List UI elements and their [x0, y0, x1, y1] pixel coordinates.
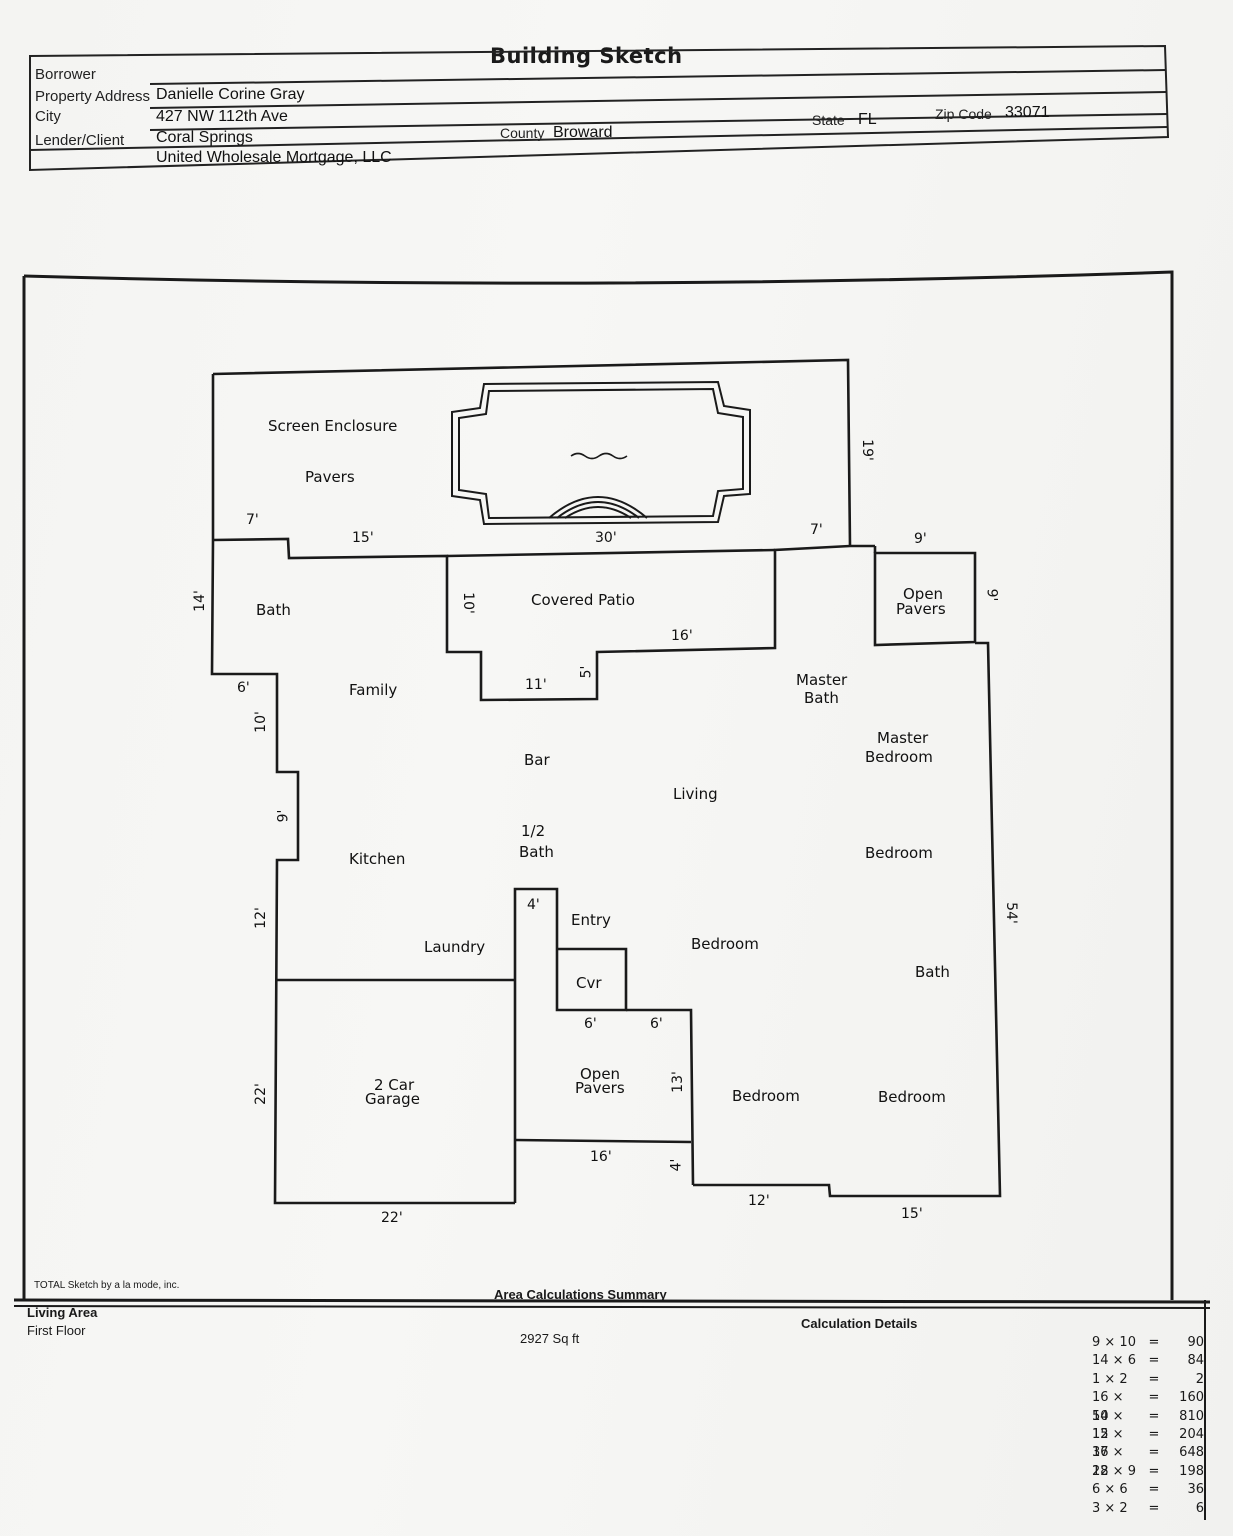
room-open-pavers-bottom-line2: Pavers [575, 1079, 625, 1097]
dim-22-garage-side: 22' [252, 1083, 269, 1105]
header-box-lines [29, 44, 1170, 172]
room-bedroom-bottom-right: Bedroom [878, 1088, 946, 1106]
dim-12-left: 12' [252, 907, 269, 929]
dim-4-bottom: 4' [668, 1158, 685, 1172]
room-entry: Entry [571, 911, 611, 929]
total-sqft: 2927 Sq ft [520, 1331, 580, 1346]
state-label: State [812, 112, 845, 128]
state-value: FL [858, 111, 877, 128]
calc-row: 22 × 9=198 [1092, 1463, 1204, 1479]
room-garage-line2: Garage [365, 1090, 420, 1108]
property-address-value: 427 NW 112th Ave [156, 108, 288, 125]
dim-16-patio: 16' [671, 628, 693, 644]
room-half-bath-line2: Bath [519, 843, 554, 861]
room-open-pavers-bottom-line1: Open [580, 1065, 621, 1083]
calc-row: 12 × 17=204 [1092, 1426, 1204, 1461]
zip-label: Zip Code [935, 106, 992, 122]
room-bedroom-right: Bedroom [865, 844, 933, 862]
city-value: Coral Springs [156, 129, 253, 146]
calc-row: 14 × 6=84 [1092, 1353, 1204, 1369]
borrower-label: Borrower [35, 66, 96, 83]
room-master-bath-line2: Bath [804, 689, 839, 707]
county-label: County [500, 125, 545, 141]
dim-10-patio: 10' [459, 592, 476, 614]
dim-6-left: 6' [237, 680, 250, 696]
dim-13: 13' [669, 1071, 686, 1093]
room-master-bath-line1: Master [796, 671, 848, 689]
first-floor-label: First Floor [27, 1323, 86, 1338]
city-label: City [35, 108, 61, 125]
room-open-pavers-top-line2: Pavers [896, 600, 946, 618]
dim-30: 30' [595, 530, 617, 546]
room-covered-patio: Covered Patio [531, 591, 635, 609]
dim-14: 14' [191, 590, 208, 612]
calc-row: 54 × 15=810 [1092, 1408, 1204, 1442]
calc-row: 3 × 2=6 [1092, 1500, 1204, 1516]
dim-6-cvr-right: 6' [650, 1016, 663, 1032]
room-kitchen: Kitchen [349, 850, 406, 868]
room-master-bedroom-line1: Master [877, 729, 929, 747]
dim-10-left: 10' [252, 711, 269, 733]
living-area-label: Living Area [27, 1305, 98, 1320]
room-screen-enclosure: Screen Enclosure [268, 417, 398, 435]
room-living: Living [673, 785, 718, 803]
zip-value: 33071 [1005, 104, 1050, 121]
software-credit: TOTAL Sketch by a la mode, inc. [34, 1280, 180, 1291]
room-cvr: Cvr [576, 974, 602, 992]
county-value: Broward [553, 124, 613, 141]
dim-15-bottom: 15' [901, 1206, 923, 1222]
property-address-label: Property Address [35, 88, 151, 105]
room-pavers: Pavers [305, 468, 355, 486]
dim-15-top: 15' [352, 530, 374, 546]
lender-label: Lender/Client [35, 132, 125, 149]
room-bath-right: Bath [915, 963, 950, 981]
dim-9-top: 9' [914, 531, 927, 547]
calc-row: 9 × 10=90 [1092, 1335, 1204, 1350]
dim-16-bottom: 16' [590, 1149, 612, 1165]
room-bedroom-center: Bedroom [691, 935, 759, 953]
dim-7-left: 7' [246, 512, 259, 528]
room-garage-line1: 2 Car [374, 1076, 415, 1094]
dim-7-right: 7' [810, 522, 823, 538]
dim-12-bottom: 12' [748, 1193, 770, 1209]
calculation-details-label: Calculation Details [801, 1316, 918, 1331]
room-bar: Bar [524, 751, 550, 769]
dim-9-side: 9' [983, 588, 1000, 602]
room-half-bath-line1: 1/2 [521, 822, 546, 840]
calculation-list: 9 × 10=90 14 × 6=84 1 × 2=2 16 × 10=160 … [1092, 1334, 1212, 1518]
room-bath-left: Bath [256, 601, 291, 619]
dim-5: 5' [578, 665, 595, 679]
dim-6-cvr-left: 6' [584, 1016, 597, 1032]
borrower-value: Danielle Corine Gray [156, 86, 305, 103]
lender-value: United Wholesale Mortgage, LLC [156, 149, 392, 166]
room-family: Family [349, 681, 398, 699]
room-laundry: Laundry [424, 938, 486, 956]
dim-19: 19' [858, 439, 875, 461]
calc-row: 16 × 10=160 [1092, 1390, 1204, 1424]
dim-4-entry: 4' [527, 897, 540, 913]
dim-11: 11' [525, 677, 547, 693]
dim-22-garage-bottom: 22' [381, 1210, 403, 1226]
page-title: Building Sketch [490, 44, 683, 68]
room-open-pavers-top-line1: Open [903, 585, 944, 603]
summary-title: Area Calculations Summary [494, 1287, 667, 1302]
dim-54: 54' [1002, 902, 1019, 924]
calc-row: 6 × 6=36 [1092, 1482, 1204, 1498]
calc-row: 36 × 18=648 [1092, 1445, 1204, 1479]
room-bedroom-bottom-left: Bedroom [732, 1087, 800, 1105]
room-master-bedroom-line2: Bedroom [865, 748, 933, 766]
calc-row: 1 × 2=2 [1092, 1371, 1204, 1387]
dim-9-left: 9' [275, 809, 292, 823]
